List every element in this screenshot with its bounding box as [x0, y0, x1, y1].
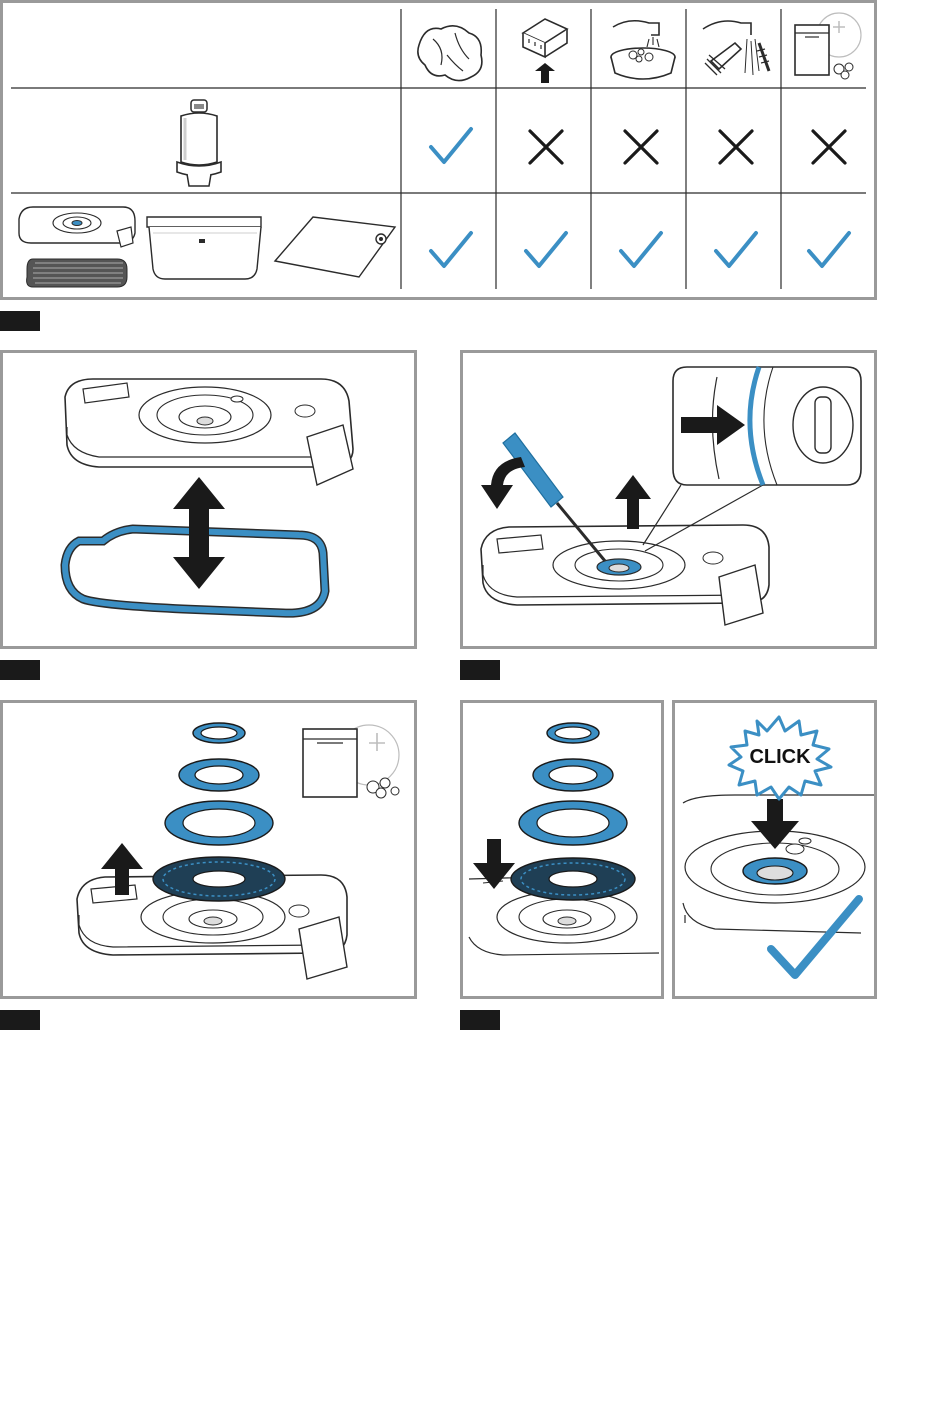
check-mark: [713, 229, 759, 271]
dishwasher-icon: [789, 11, 865, 85]
valve-removal-icon: [463, 353, 874, 646]
step-valve-reassembly-right: CLICK: [672, 700, 877, 999]
step-tag: [0, 1010, 40, 1030]
figure-tag: [0, 311, 40, 331]
cross-mark: [526, 127, 566, 167]
check-mark: [806, 229, 852, 271]
step-tag: [460, 1010, 500, 1030]
valve-parts-dishwasher-icon: [3, 703, 414, 996]
step-valve-parts-dishwasher: [0, 700, 417, 999]
step-seal-removal: [0, 350, 417, 649]
step-valve-reassembly-left: [460, 700, 664, 999]
cross-mark: [621, 127, 661, 167]
brush-rinse-icon: [697, 13, 777, 85]
cloth-icon: [411, 15, 491, 85]
step-tag: [460, 660, 500, 680]
cleaning-table: [0, 0, 877, 300]
sponge-icon: [515, 13, 575, 85]
check-mark: [618, 229, 664, 271]
container-lid-bag-icon: [13, 199, 399, 291]
step-tag: [0, 660, 40, 680]
soak-bowl-icon: [603, 13, 683, 85]
click-confirmation-icon: CLICK: [675, 703, 874, 996]
cross-mark: [809, 127, 849, 167]
check-mark: [428, 125, 474, 167]
check-mark: [523, 229, 569, 271]
check-mark: [428, 229, 474, 271]
step-valve-removal: [460, 350, 877, 649]
click-label: CLICK: [749, 746, 811, 768]
cross-mark: [716, 127, 756, 167]
blender-motor-unit-icon: [171, 98, 227, 190]
seal-removal-icon: [3, 353, 414, 646]
valve-reassembly-icon: [463, 703, 661, 996]
